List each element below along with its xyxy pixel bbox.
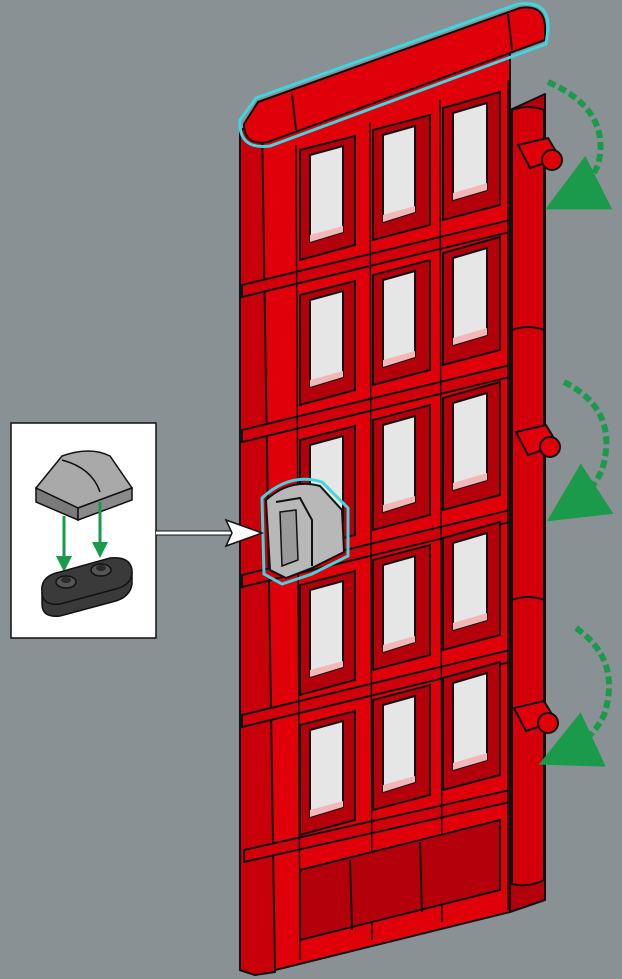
window (300, 281, 355, 405)
window (443, 382, 500, 510)
windows (300, 92, 500, 835)
window (373, 545, 430, 670)
window (373, 405, 430, 530)
round-column (512, 107, 544, 885)
callout-box (11, 423, 156, 638)
window (300, 571, 355, 695)
window (300, 711, 355, 835)
window (443, 662, 500, 790)
window (300, 136, 355, 260)
window (443, 92, 500, 220)
window (373, 260, 430, 385)
window (373, 115, 430, 240)
window (443, 237, 500, 365)
window (373, 685, 430, 810)
window (443, 522, 500, 650)
